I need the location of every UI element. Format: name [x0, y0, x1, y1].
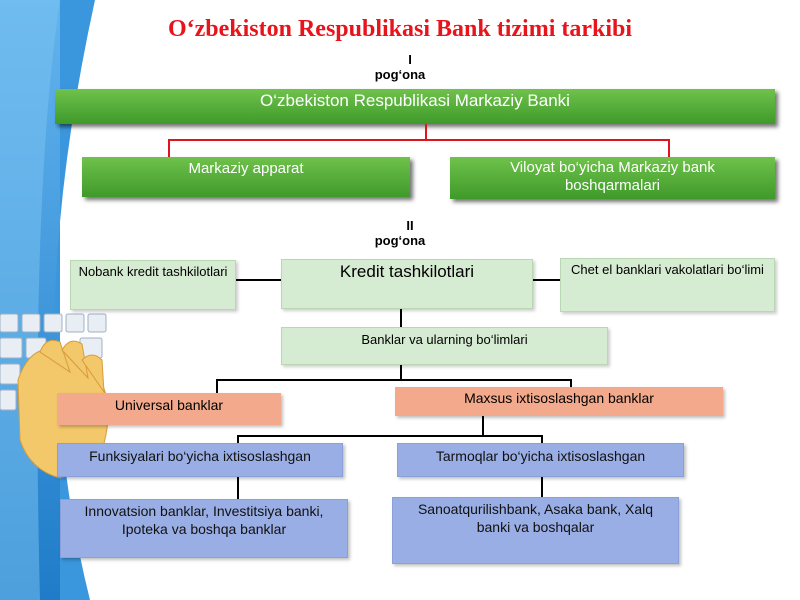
foreign-reps-label: Chet el banklari vakolatlari bo‘limi: [571, 262, 764, 277]
level-1-numeral: I: [408, 52, 412, 67]
central-bank-box: O‘zbekiston Respublikasi Markaziy Banki: [55, 89, 775, 124]
connector: [216, 379, 572, 381]
connector: [168, 139, 170, 157]
central-bank-label: O‘zbekiston Respublikasi Markaziy Banki: [260, 91, 570, 110]
connector: [482, 416, 484, 436]
level-1-word: pog‘ona: [374, 67, 426, 82]
sectoral-spec-box: Tarmoqlar bo‘yicha ixtisoslashgan: [397, 443, 684, 477]
central-apparatus-label: Markaziy apparat: [188, 160, 304, 177]
regional-offices-box: Viloyat bo‘yicha Markaziy bank boshqarma…: [450, 157, 775, 199]
connector: [237, 435, 239, 443]
connector: [533, 279, 561, 281]
connector: [216, 379, 218, 393]
level-1-label: I pog‘ona: [375, 52, 440, 82]
sectoral-examples-label: Sanoatqurilishbank, Asaka bank, Xalq ban…: [417, 501, 654, 535]
connector: [668, 139, 670, 157]
connector: [237, 435, 543, 437]
level-2-word: pog‘ona: [374, 233, 426, 248]
functional-spec-box: Funksiyalari bo‘yicha ixtisoslashgan: [57, 443, 343, 477]
sectoral-spec-label: Tarmoqlar bo‘yicha ixtisoslashgan: [435, 448, 646, 464]
universal-banks-box: Universal banklar: [57, 393, 281, 425]
foreign-reps-box: Chet el banklari vakolatlari bo‘limi: [560, 258, 775, 312]
banks-branches-label: Banklar va ularning bo‘limlari: [361, 332, 528, 347]
specialized-banks-label: Maxsus ixtisoslashgan banklar: [464, 390, 654, 406]
connector: [237, 477, 239, 499]
level-2-label: II pog‘ona: [375, 218, 440, 248]
level-2-numeral: II: [406, 218, 414, 233]
connector: [400, 309, 402, 328]
regional-offices-label: Viloyat bo‘yicha Markaziy bank boshqarma…: [510, 159, 715, 194]
connector: [541, 435, 543, 443]
central-apparatus-box: Markaziy apparat: [82, 157, 410, 197]
functional-examples-label: Innovatsion banklar, Investitsiya banki,…: [84, 503, 324, 537]
connector: [236, 279, 282, 281]
connector: [400, 365, 402, 380]
connector: [570, 379, 572, 387]
connector: [425, 124, 427, 140]
connector: [168, 139, 670, 141]
diagram-title: O‘zbekiston Respublikasi Bank tizimi tar…: [167, 16, 633, 42]
keyboard-illustration: [0, 313, 107, 411]
credit-orgs-box: Kredit tashkilotlari: [281, 259, 533, 309]
connector: [541, 477, 543, 497]
credit-orgs-label: Kredit tashkilotlari: [339, 262, 475, 281]
universal-banks-label: Universal banklar: [114, 397, 224, 413]
specialized-banks-box: Maxsus ixtisoslashgan banklar: [395, 387, 723, 416]
functional-examples-box: Innovatsion banklar, Investitsiya banki,…: [60, 499, 348, 558]
nonbank-credit-label: Nobank kredit tashkilotlari: [78, 264, 228, 279]
nonbank-credit-box: Nobank kredit tashkilotlari: [70, 260, 236, 310]
banks-branches-box: Banklar va ularning bo‘limlari: [281, 327, 608, 365]
sectoral-examples-box: Sanoatqurilishbank, Asaka bank, Xalq ban…: [392, 497, 679, 564]
functional-spec-label: Funksiyalari bo‘yicha ixtisoslashgan: [89, 448, 311, 464]
